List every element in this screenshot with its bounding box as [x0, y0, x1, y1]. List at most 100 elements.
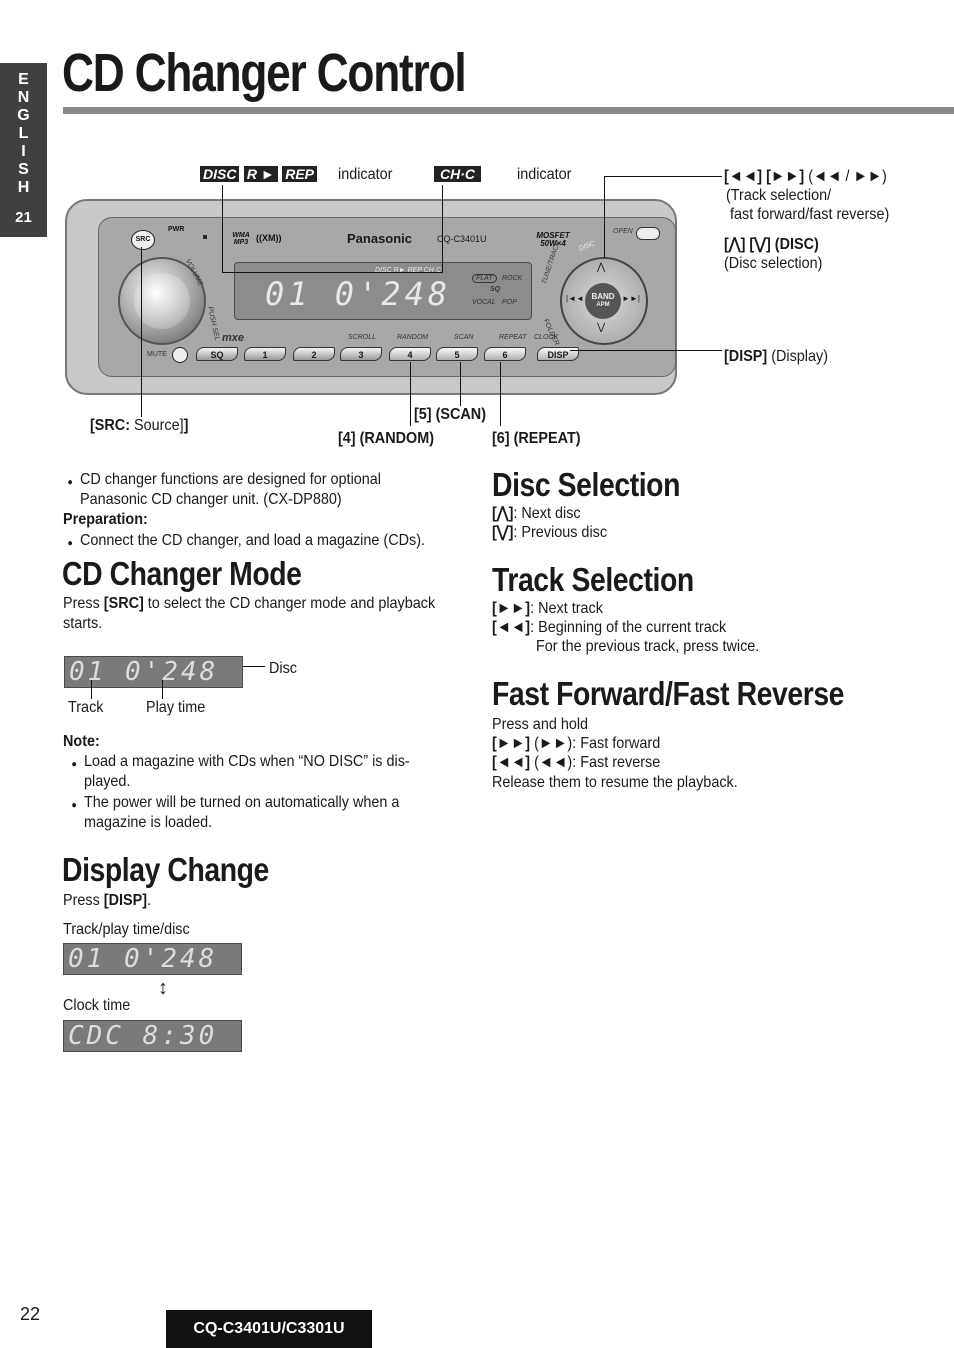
cd-mode-text-line2: starts. [63, 615, 103, 632]
callout-line [222, 272, 442, 273]
sq-button: SQ [196, 347, 238, 361]
tag-scan: SCAN [454, 334, 474, 341]
lcd-track-display: 01 0'248 [63, 943, 242, 975]
indicator1-badges: DISC R ► REP [200, 166, 318, 184]
track-selection-heading: Track Selection [492, 561, 694, 598]
title-rule [63, 107, 954, 114]
callout-line [162, 680, 163, 699]
callout-line [410, 362, 411, 426]
indicator2-badge-wrap: CH·C [434, 166, 481, 184]
volume-knob [118, 257, 206, 345]
disc-up-key: [⋀] [492, 505, 514, 522]
tab-letter: I [21, 143, 26, 160]
track-play-label: Track/play time/disc [63, 921, 190, 938]
open-button [636, 227, 660, 240]
disc-next: [⋀]: Next disc [492, 504, 581, 524]
intro-line: Panasonic CD changer unit. (CX-DP880) [80, 491, 342, 508]
ff-release-text: Release them to resume the playback. [492, 774, 738, 791]
cd-mode-text-post: to select the CD changer mode and playba… [143, 595, 436, 612]
display-change-text: Press [DISP]. [63, 891, 151, 911]
disp-key: [DISP] [724, 348, 768, 365]
disp-desc: (Display) [771, 348, 829, 365]
page-number: 22 [20, 1304, 41, 1324]
prev-track-icon: |◄◄ [566, 294, 584, 303]
ff-fr-heading: Fast Forward/Fast Reverse [492, 675, 845, 712]
track-keys-label: [◄◄] [►►] (◄◄ / ►►) [724, 168, 887, 186]
note-bullet-1: Load a magazine with CDs when “NO DISC” … [71, 752, 410, 792]
apm-label: APM [596, 302, 610, 308]
note-line: Load a magazine with CDs when “NO DISC” … [84, 753, 410, 770]
callout-line [604, 176, 722, 177]
ff-press-hold: Press and hold [492, 716, 589, 733]
callout-line [442, 185, 443, 273]
lcd-clock-text: CDC 8:30 [68, 1021, 218, 1051]
tab-letter: L [18, 125, 29, 142]
track-next-key: [►►] [492, 600, 531, 617]
cd-mode-text-pre: Press [63, 595, 104, 612]
callout-line [222, 185, 223, 273]
scan-label: [5] (SCAN) [414, 406, 486, 423]
tag-clock: CLOCK [534, 334, 559, 341]
track-prev-text: : Beginning of the current track [530, 619, 727, 636]
src-label: [SRC: Source]] [90, 417, 189, 434]
src-desc: Source] [134, 417, 184, 434]
note-bullet-2: The power will be turned on automaticall… [71, 793, 399, 833]
language-tab: E N G L I S H 21 [0, 63, 47, 237]
model-text: CQ-C3401U [437, 234, 487, 244]
display-change-heading: Display Change [62, 851, 269, 888]
track-next: [►►]: Next track [492, 599, 603, 619]
eq-pop: POP [502, 299, 517, 306]
track-desc2: fast forward/fast reverse) [730, 206, 890, 223]
disc-next-text: : Next disc [513, 505, 581, 522]
footer-model-badge: CQ-C3401U/C3301U [166, 1310, 372, 1348]
disc-prev: [⋁]: Previous disc [492, 523, 607, 543]
cd-mode-text: Press [SRC] to select the CD changer mod… [63, 594, 435, 634]
ff-text: (►►): Fast forward [530, 735, 661, 752]
callout-line [91, 680, 92, 699]
lcd-cd-mode-text: 01 0'248 [69, 657, 219, 687]
display-key: [DISP] [103, 892, 148, 909]
disc-selection-heading: Disc Selection [492, 466, 680, 503]
mosfet-text: MOSFET 50W×4 [536, 231, 570, 248]
eq-flat: FLAT [472, 274, 497, 283]
repeat-label: [6] (REPEAT) [492, 430, 581, 447]
tab-letter: N [17, 89, 30, 106]
track-prev-key: [◄◄] [492, 619, 531, 636]
disc-badge: DISC [200, 166, 240, 182]
open-text: OPEN [613, 228, 633, 235]
tab-letter: S [18, 161, 29, 178]
lcd-clock-display: CDC 8:30 [63, 1020, 242, 1052]
track-keys: [◄◄] [►►] [724, 168, 805, 185]
intro-line: CD changer functions are designed for op… [80, 471, 381, 488]
disp-label: [DISP] (Display) [724, 348, 828, 366]
src-button-label: SRC [135, 236, 151, 243]
down-arrow-icon: ⋁ [597, 322, 606, 333]
pwr-text: PWR [168, 226, 185, 233]
lcd-cd-mode: 01 0'248 [64, 656, 243, 688]
random-label: [4] (RANDOM) [338, 430, 434, 447]
tab-letter: G [17, 107, 30, 124]
preset-3-button: 3 [340, 347, 382, 361]
note-label: Note: [63, 733, 100, 750]
fr-reverse: [◄◄] (◄◄): Fast reverse [492, 753, 660, 773]
fr-text: (◄◄): Fast reverse [530, 754, 661, 771]
cd-mode-key: [SRC] [103, 595, 144, 612]
ff-forward: [►►] (►►): Fast forward [492, 734, 660, 754]
lcd-track-text: 01 0'248 [68, 944, 218, 974]
preparation-label: Preparation: [63, 511, 148, 528]
note-line: magazine is loaded. [84, 814, 213, 831]
note-line: played. [84, 773, 131, 790]
fr-key: [◄◄] [492, 754, 531, 771]
mxe-logo: mxe [222, 332, 245, 344]
ff-key: [►►] [492, 735, 531, 752]
preset-4-button: 4 [389, 347, 431, 361]
disc-keys-label: [⋀] [⋁] (DISC) [724, 236, 819, 253]
disc-prev-text: : Previous disc [513, 524, 608, 541]
track-desc1: (Track selection/ [726, 187, 832, 204]
random-badge: R ► [243, 166, 278, 182]
mute-text: MUTE [147, 351, 167, 358]
track-keys-paren: (◄◄ / ►►) [808, 168, 887, 185]
callout-line [141, 247, 142, 417]
callout-line [460, 362, 461, 406]
xm-logo: ((XM)) [256, 233, 282, 243]
